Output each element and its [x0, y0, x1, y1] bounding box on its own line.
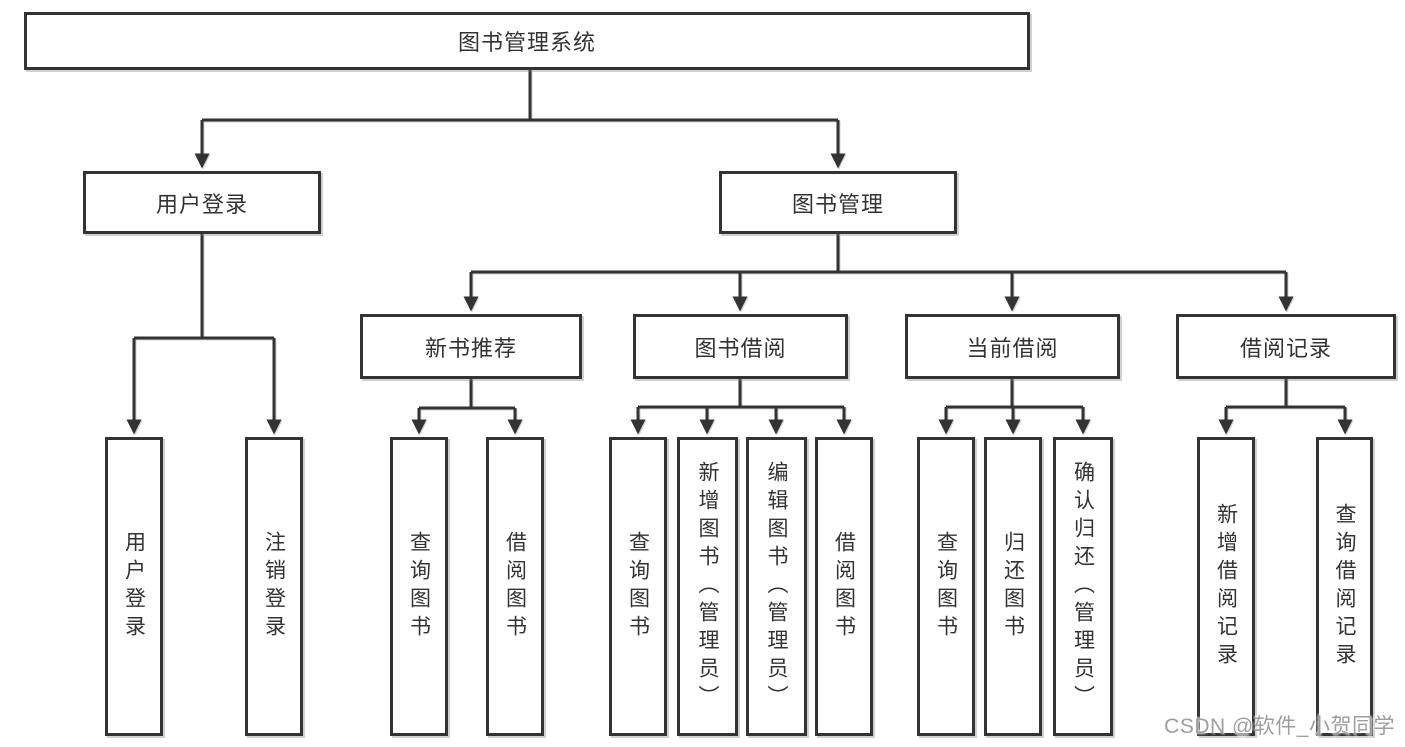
- node-leaf-borrow-books-1: 借阅图书: [486, 437, 544, 736]
- node-borrow-record: 借阅记录: [1176, 314, 1396, 379]
- node-current-borrow-label: 当前借阅: [966, 335, 1059, 361]
- node-leaf-confirm-return-admin: 确认归还（管理员）: [1053, 437, 1113, 736]
- node-leaf-add-borrow-record: 新增借阅记录: [1197, 437, 1255, 736]
- node-leaf-user-login-label: 用户登录: [122, 530, 146, 643]
- node-leaf-edit-books-admin-label: 编辑图书（管理员）: [765, 460, 788, 713]
- node-leaf-edit-books-admin: 编辑图书（管理员）: [746, 437, 807, 736]
- node-book-management: 图书管理: [719, 171, 957, 234]
- node-user-login-label: 用户登录: [155, 191, 248, 217]
- csdn-watermark: CSDN @软件_小贺同学: [1164, 715, 1395, 738]
- node-leaf-query-books-2: 查询图书: [609, 437, 667, 736]
- node-leaf-return-books: 归还图书: [984, 437, 1042, 736]
- node-leaf-add-books-admin: 新增图书（管理员）: [677, 437, 738, 736]
- node-leaf-query-books-1-label: 查询图书: [407, 530, 431, 643]
- node-leaf-add-borrow-record-label: 新增借阅记录: [1214, 502, 1238, 671]
- node-leaf-user-login: 用户登录: [105, 437, 163, 736]
- node-leaf-query-books-2-label: 查询图书: [626, 530, 650, 643]
- node-leaf-logout: 注销登录: [245, 437, 303, 736]
- node-leaf-query-borrow-record: 查询借阅记录: [1316, 437, 1373, 736]
- node-user-login: 用户登录: [83, 171, 321, 234]
- node-leaf-logout-label: 注销登录: [262, 530, 286, 643]
- node-book-management-label: 图书管理: [791, 191, 884, 217]
- node-leaf-borrow-books-2: 借阅图书: [815, 437, 873, 736]
- node-library-management-system-label: 图书管理系统: [457, 30, 596, 55]
- node-leaf-query-borrow-record-label: 查询借阅记录: [1333, 502, 1356, 671]
- node-leaf-confirm-return-admin-label: 确认归还（管理员）: [1071, 460, 1095, 713]
- node-leaf-borrow-books-1-label: 借阅图书: [503, 530, 527, 643]
- node-leaf-return-books-label: 归还图书: [1001, 530, 1025, 643]
- node-leaf-add-books-admin-label: 新增图书（管理员）: [696, 460, 719, 713]
- node-borrow-record-label: 借阅记录: [1239, 335, 1332, 361]
- node-book-borrow: 图书借阅: [633, 314, 848, 379]
- node-leaf-query-books-1: 查询图书: [390, 437, 448, 736]
- node-current-borrow: 当前借阅: [905, 314, 1120, 379]
- node-new-book-recommend: 新书推荐: [360, 314, 582, 379]
- node-leaf-query-books-3-label: 查询图书: [934, 530, 958, 643]
- node-book-borrow-label: 图书借阅: [694, 335, 787, 361]
- node-new-book-recommend-label: 新书推荐: [424, 335, 517, 361]
- node-library-management-system: 图书管理系统: [24, 12, 1030, 70]
- node-leaf-borrow-books-2-label: 借阅图书: [832, 530, 856, 643]
- node-leaf-query-books-3: 查询图书: [917, 437, 975, 736]
